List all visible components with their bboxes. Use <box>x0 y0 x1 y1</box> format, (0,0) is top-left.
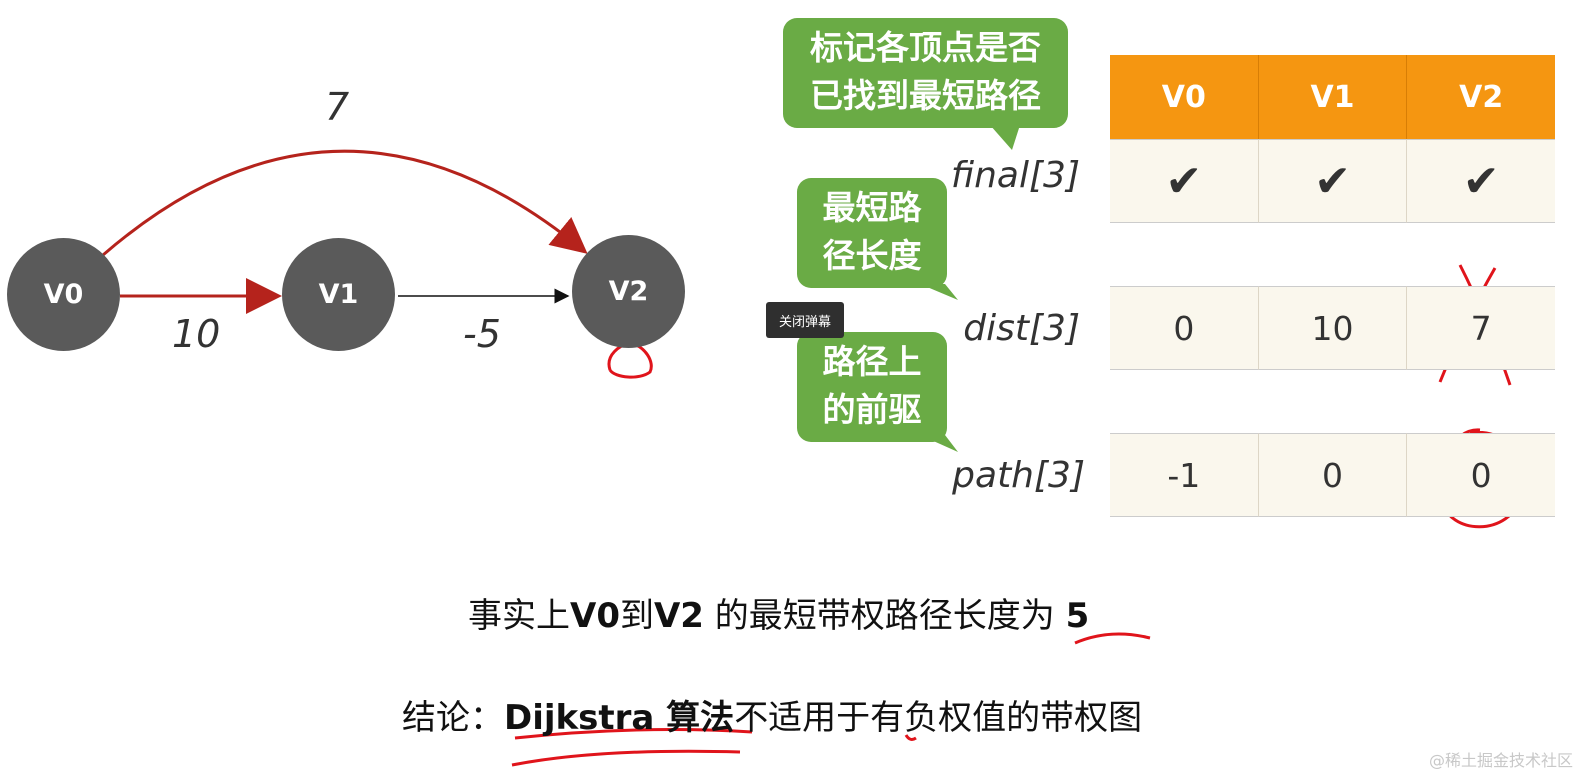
dist-v2: 7 <box>1407 286 1556 370</box>
bubble-tail-dist <box>920 284 958 300</box>
table-row-final: ✔ ✔ ✔ <box>1110 139 1556 223</box>
annotation-tick <box>904 734 917 741</box>
caption-conclusion: 结论：Dijkstra 算法不适用于有负权值的带权图 <box>402 690 1142 739</box>
bubble-path-note: 路径上 的前驱 <box>797 332 947 442</box>
table-row-dist: 0 10 7 <box>1110 286 1556 370</box>
header-v0: V0 <box>1110 55 1259 139</box>
bubble-path-line1: 路径上 <box>822 342 922 381</box>
header-v1: V1 <box>1258 55 1408 139</box>
node-v0: V0 <box>7 238 120 351</box>
table-header-row: V0 V1 V2 <box>1110 55 1556 139</box>
row-label-dist: dist[3] <box>963 308 1080 349</box>
caption-conclusion-dijkstra: Dijkstra 算法 <box>504 698 735 738</box>
path-v0: -1 <box>1110 433 1259 517</box>
dist-v1: 10 <box>1258 286 1408 370</box>
header-v2: V2 <box>1407 55 1556 139</box>
bubble-final-line2: 已找到最短路径 <box>810 76 1041 115</box>
edge-label-v0-v2: 7 <box>325 85 350 129</box>
bubble-dist-line2: 径长度 <box>822 236 922 275</box>
final-v0: ✔ <box>1110 139 1259 223</box>
caption-fact-v0: V0 <box>570 596 620 636</box>
dist-v0: 0 <box>1110 286 1259 370</box>
row-label-path: path[3] <box>952 455 1085 496</box>
bubble-final-note: 标记各顶点是否 已找到最短路径 <box>783 18 1068 128</box>
annotation-underline-5 <box>1074 632 1151 645</box>
bubble-dist-note: 最短路 径长度 <box>797 178 947 288</box>
row-label-final: final[3] <box>950 155 1080 196</box>
watermark: @稀土掘金技术社区 <box>1428 751 1573 770</box>
bubble-dist-line1: 最短路 <box>822 188 922 227</box>
caption-fact-a: 事实上 <box>468 596 570 636</box>
caption-fact-e: 的最短带权路径长度为 <box>703 596 1066 636</box>
caption-conclusion-a: 结论： <box>402 698 504 738</box>
bubble-tail-final <box>990 125 1020 150</box>
annotation-underline-dijkstra-2 <box>511 749 741 767</box>
edge-v0-v2 <box>102 149 588 257</box>
caption-fact-5: 5 <box>1065 596 1090 636</box>
caption-fact-v2: V2 <box>653 596 704 636</box>
annotation-v2-loop <box>607 341 653 379</box>
bubble-final-line1: 标记各顶点是否 <box>810 28 1041 67</box>
edge-label-v0-v1: 10 <box>172 312 221 356</box>
caption-fact: 事实上V0到V2 的最短带权路径长度为 5 <box>468 588 1089 637</box>
annotation-underline-dijkstra-1 <box>514 728 753 740</box>
path-v1: 0 <box>1258 433 1408 517</box>
table-row-path: -1 0 0 <box>1110 433 1556 517</box>
node-v2: V2 <box>572 235 685 348</box>
close-danmaku-tooltip[interactable]: 关闭弹幕 <box>766 302 844 338</box>
bubble-path-line2: 的前驱 <box>822 390 922 429</box>
edge-label-v1-v2: -5 <box>463 312 501 356</box>
final-v1: ✔ <box>1258 139 1408 223</box>
path-v2: 0 <box>1407 433 1556 517</box>
caption-fact-c: 到 <box>619 596 654 636</box>
caption-conclusion-c: 不适用于有负权值的带权图 <box>734 698 1143 738</box>
node-v1: V1 <box>282 238 395 351</box>
final-v2: ✔ <box>1407 139 1556 223</box>
